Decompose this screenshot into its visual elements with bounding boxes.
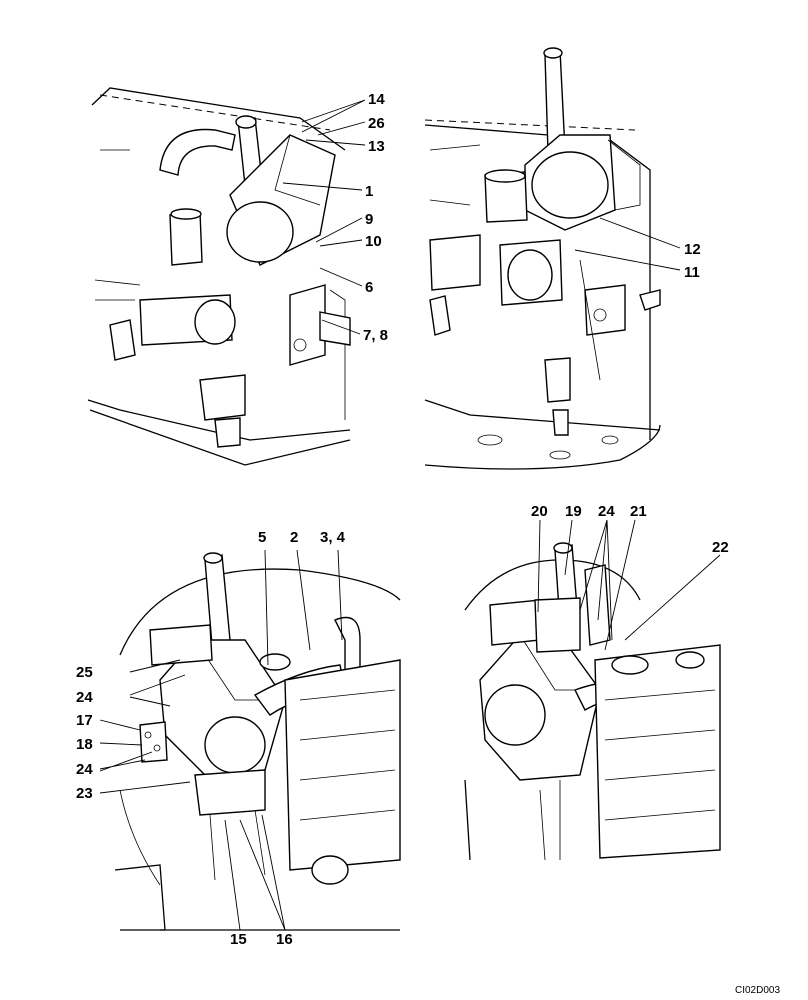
callout-13: 13 — [368, 138, 385, 155]
callout-6: 6 — [365, 279, 373, 296]
callout-3-4: 3, 4 — [320, 529, 346, 546]
callout-21: 21 — [630, 503, 647, 520]
view-top-right: 12 11 — [424, 47, 701, 470]
callout-7-8: 7, 8 — [363, 327, 388, 344]
callout-2: 2 — [290, 529, 298, 546]
callout-1: 1 — [365, 183, 373, 200]
callout-26: 26 — [368, 115, 385, 132]
callout-12: 12 — [684, 241, 701, 258]
callout-11: 11 — [684, 264, 700, 281]
callout-19: 19 — [565, 503, 582, 520]
callout-9: 9 — [365, 211, 373, 228]
callout-23: 23 — [76, 785, 93, 802]
callout-24-lower: 24 — [76, 761, 93, 778]
callout-10: 10 — [365, 233, 382, 250]
callout-15: 15 — [230, 931, 247, 948]
callout-16: 16 — [276, 931, 293, 948]
callout-5: 5 — [258, 529, 266, 546]
callout-20: 20 — [531, 503, 548, 520]
callout-18: 18 — [76, 736, 93, 753]
view-bottom-left: 5 2 3, 4 25 24 17 18 24 23 15 16 — [76, 529, 401, 948]
callout-17: 17 — [76, 712, 93, 729]
callout-24: 24 — [598, 503, 615, 520]
callout-25: 25 — [76, 664, 93, 681]
callout-24-upper: 24 — [76, 689, 93, 706]
view-top-left: 14 26 13 1 9 10 6 7, 8 — [87, 87, 388, 466]
callout-14: 14 — [368, 91, 385, 108]
view-bottom-right: 20 19 24 21 22 — [464, 503, 729, 861]
callout-22: 22 — [712, 539, 729, 556]
figure-code: CI02D003 — [735, 985, 780, 996]
